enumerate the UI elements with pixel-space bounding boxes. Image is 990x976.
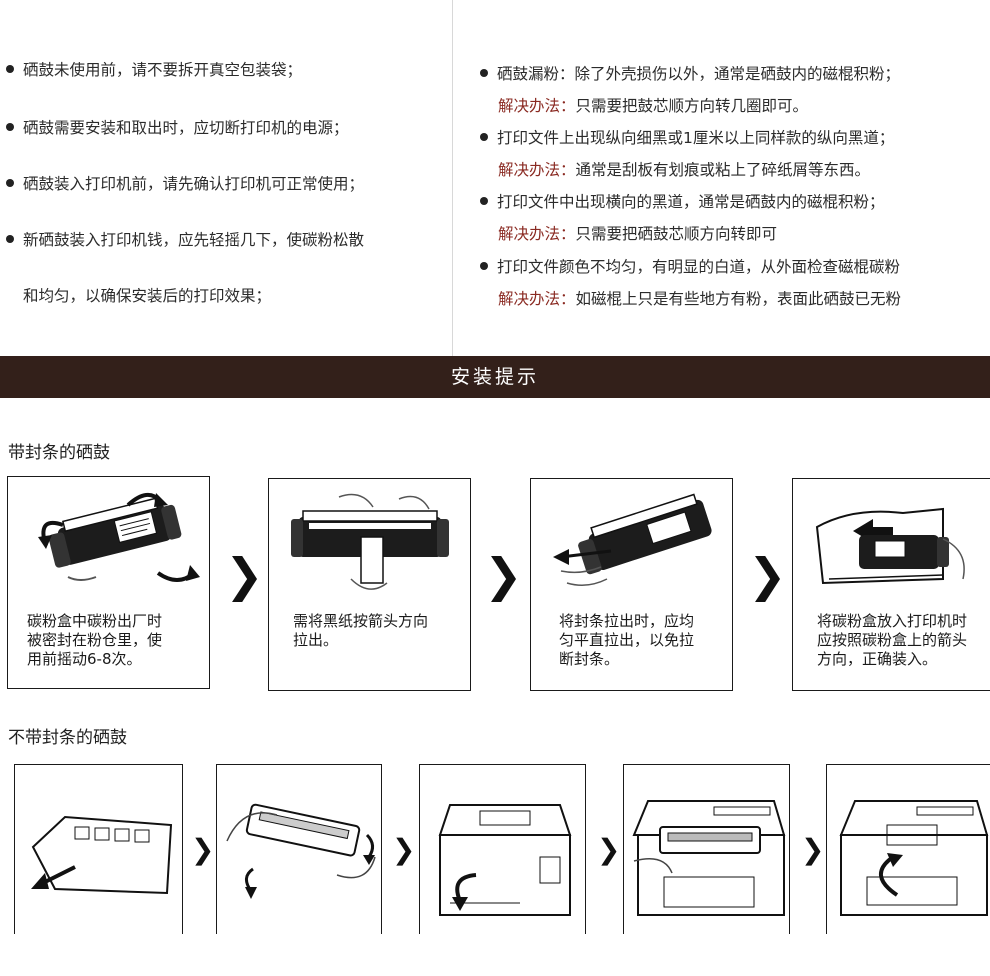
step-caption: 需将黑纸按箭头方向 拉出。 xyxy=(293,612,429,649)
bullet-icon xyxy=(6,178,14,187)
section-title-unsealed: 不带封条的硒鼓 xyxy=(8,728,127,748)
step-caption: 将封条拉出时，应均 匀平直拉出，以免拉 断封条。 xyxy=(559,612,695,668)
next-step-arrow-icon: ❯ xyxy=(191,833,215,866)
next-step-arrow-icon: ❯ xyxy=(225,548,264,602)
issue-text: 打印文件中出现横向的黑道，通常是硒鼓内的磁棍积粉； xyxy=(480,190,885,212)
solution-text: 解决办法：通常是刮板有划痕或粘上了碎纸屑等东西。 xyxy=(498,161,871,179)
usage-note: 硒鼓装入打印机前，请先确认打印机可正常使用； xyxy=(6,172,364,194)
step-card-unsealed-1 xyxy=(14,764,183,934)
solution-text: 解决办法：只需要把鼓芯顺方向转几圈即可。 xyxy=(498,97,809,115)
step-card-unsealed-5 xyxy=(826,764,990,934)
bullet-icon xyxy=(6,122,14,131)
printer-insert-toner-illustration xyxy=(632,800,786,916)
usage-note: 硒鼓需要安装和取出时，应切断打印机的电源； xyxy=(6,116,349,138)
bullet-icon xyxy=(480,132,488,141)
step-card-insert xyxy=(792,478,990,691)
step-caption: 将碳粉盒放入打印机时 应按照碳粉盒上的箭头 方向，正确装入。 xyxy=(817,612,968,668)
issue-text: 打印文件颜色不均匀，有明显的白道，从外面检查磁棍碳粉 xyxy=(480,255,900,277)
bullet-icon xyxy=(480,261,488,270)
usage-note: 新硒鼓装入打印机钱，应先轻摇几下，使碳粉松散 xyxy=(6,228,364,250)
section-title-sealed: 带封条的硒鼓 xyxy=(8,443,110,463)
solution-text: 解决办法：如磁棍上只是有些地方有粉，表面此硒鼓已无粉 xyxy=(498,290,902,308)
step-card-pull-seal xyxy=(530,478,733,691)
usage-note: 硒鼓未使用前，请不要拆开真空包装袋； xyxy=(6,58,302,80)
step-caption: 碳粉盒中碳粉出厂时 被密封在粉仓里，使 用前摇动6-8次。 xyxy=(27,612,163,668)
next-step-arrow-icon: ❯ xyxy=(801,833,825,866)
toner-remove-bag-illustration xyxy=(31,815,173,895)
column-divider xyxy=(452,0,453,356)
issue-text: 打印文件上出现纵向细黑或1厘米以上同样款的纵向黑道； xyxy=(480,126,894,148)
next-step-arrow-icon: ❯ xyxy=(748,548,787,602)
next-step-arrow-icon: ❯ xyxy=(484,548,523,602)
bullet-icon xyxy=(480,196,488,205)
next-step-arrow-icon: ❯ xyxy=(392,833,416,866)
step-card-shake xyxy=(7,476,210,689)
toner-rock-illustration xyxy=(226,803,376,899)
bullet-icon xyxy=(6,64,14,73)
printer-open-cover-illustration xyxy=(438,804,572,916)
toner-pull-seal-illustration xyxy=(553,493,712,586)
toner-shake-illustration xyxy=(38,493,200,582)
printer-close-cover-illustration xyxy=(839,800,989,916)
toner-insert-illustration xyxy=(815,507,965,585)
next-step-arrow-icon: ❯ xyxy=(597,833,621,866)
step-card-pull-paper xyxy=(268,478,471,691)
step-card-unsealed-2 xyxy=(216,764,382,934)
install-tips-banner: 安装提示 xyxy=(0,356,990,398)
usage-note-continued: 和均匀，以确保安装后的打印效果； xyxy=(23,287,272,305)
bullet-icon xyxy=(480,68,488,77)
step-card-unsealed-4 xyxy=(623,764,790,934)
issue-text: 硒鼓漏粉：除了外壳损伤以外，通常是硒鼓内的磁棍积粉； xyxy=(480,62,900,84)
toner-pull-paper-illustration xyxy=(291,493,449,590)
tips-panel: 硒鼓未使用前，请不要拆开真空包装袋； 硒鼓需要安装和取出时，应切断打印机的电源；… xyxy=(0,0,990,356)
step-card-unsealed-3 xyxy=(419,764,586,934)
bullet-icon xyxy=(6,234,14,243)
solution-text: 解决办法：只需要把硒鼓芯顺方向转即可 xyxy=(498,225,778,243)
